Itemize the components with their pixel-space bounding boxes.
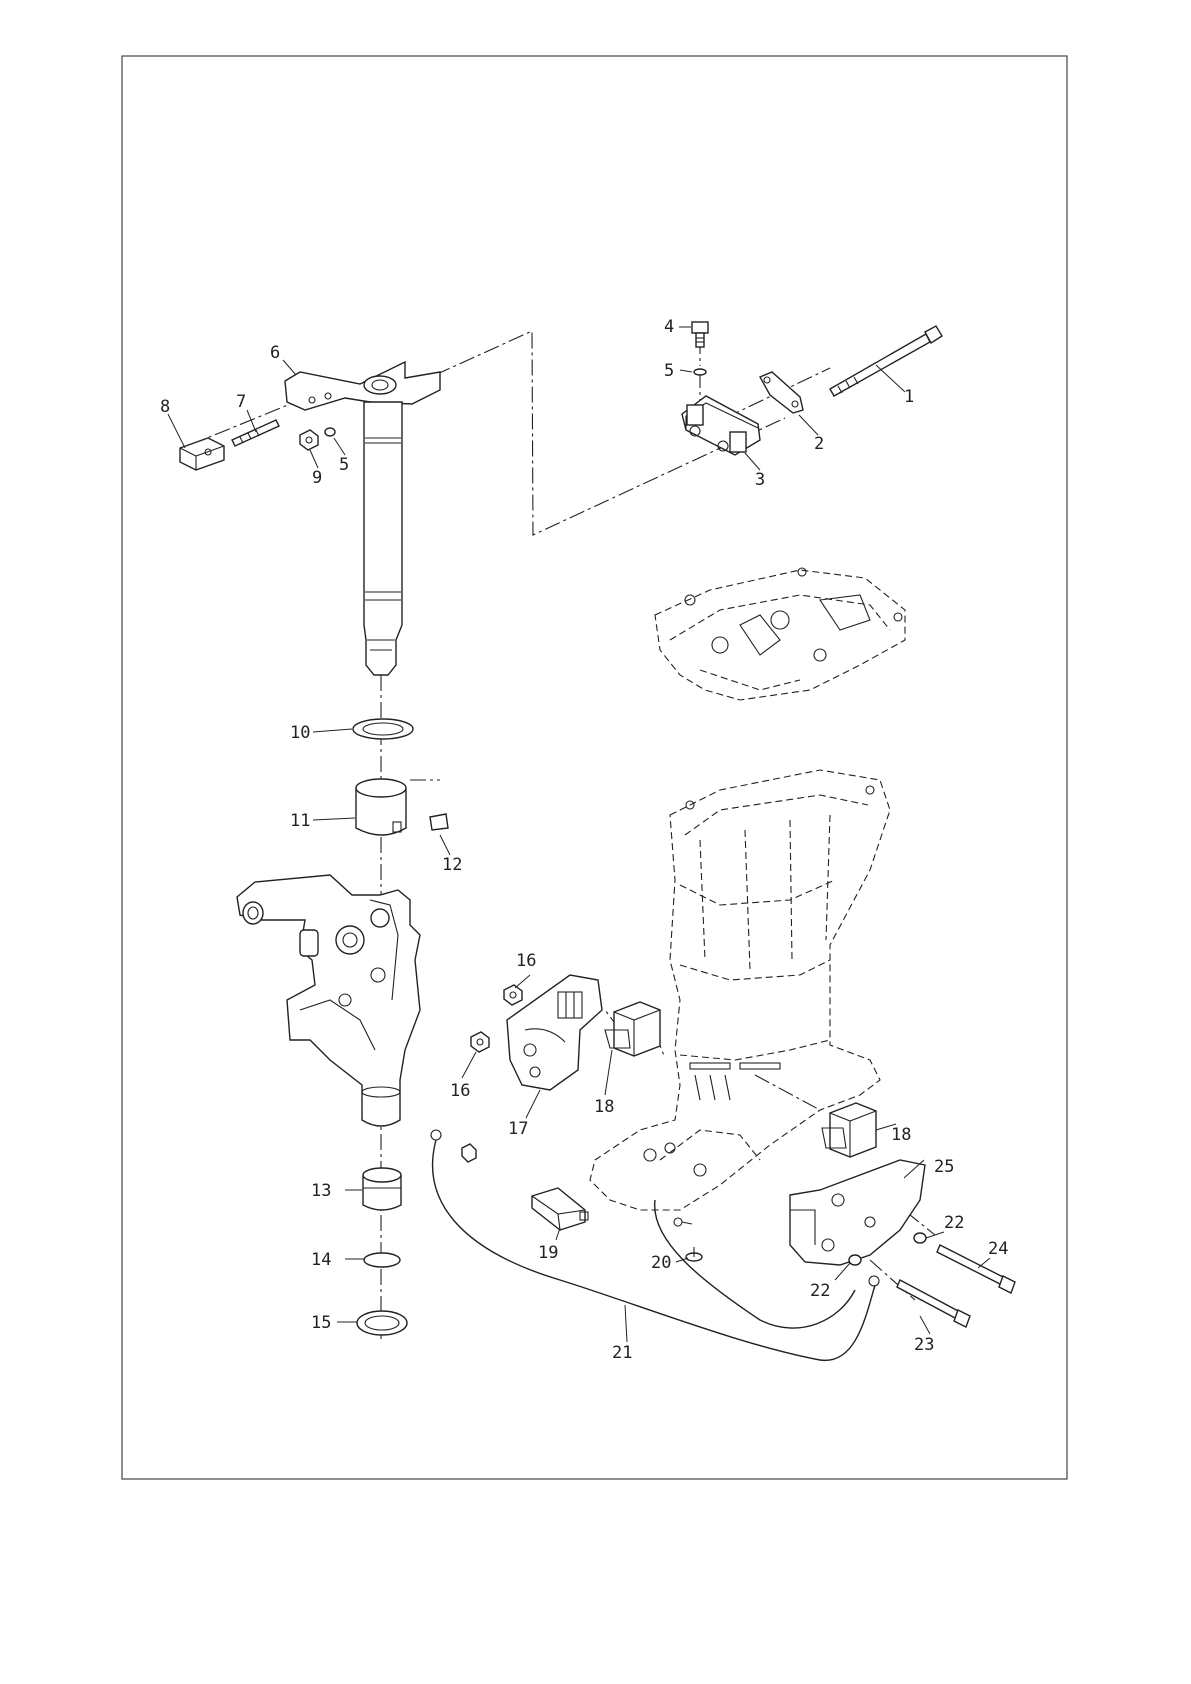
part-nut-16-lower bbox=[471, 1032, 489, 1052]
part-bushing-lower bbox=[363, 1168, 401, 1210]
part-bushing-upper bbox=[356, 779, 406, 835]
part-spacer-block bbox=[180, 438, 224, 470]
part-nut-small bbox=[300, 430, 318, 450]
part-ring-10 bbox=[353, 719, 413, 739]
callout-8: 8 bbox=[160, 397, 170, 417]
part-washer-left bbox=[325, 428, 335, 436]
part-nut-16-upper bbox=[504, 985, 522, 1005]
callout-1: 1 bbox=[904, 387, 914, 407]
part-swivel-bracket bbox=[237, 875, 420, 1126]
callout-18-upper: 18 bbox=[594, 1097, 614, 1117]
callout-4: 4 bbox=[664, 317, 674, 337]
callout-20: 20 bbox=[651, 1253, 671, 1273]
part-bolt-long bbox=[830, 326, 942, 396]
part-module-block bbox=[532, 1188, 588, 1230]
part-side-plate bbox=[790, 1160, 925, 1265]
part-steering-bracket bbox=[285, 362, 440, 410]
part-bracket-plate bbox=[760, 372, 803, 413]
callout-18-lower: 18 bbox=[891, 1125, 911, 1145]
part-washer-top bbox=[694, 369, 706, 375]
callout-5-left: 5 bbox=[339, 455, 349, 475]
part-bolt-23 bbox=[897, 1280, 970, 1327]
callout-11: 11 bbox=[290, 811, 310, 831]
callout-7: 7 bbox=[236, 392, 246, 412]
part-seal-15 bbox=[357, 1311, 407, 1335]
callout-12: 12 bbox=[442, 855, 462, 875]
part-exhaust-guide bbox=[655, 568, 905, 700]
callout-25: 25 bbox=[934, 1157, 954, 1177]
part-mount-block bbox=[682, 396, 760, 455]
callout-19: 19 bbox=[538, 1243, 558, 1263]
part-screw-top bbox=[692, 322, 708, 347]
callout-6: 6 bbox=[270, 343, 280, 363]
part-rubber-block-upper bbox=[605, 1002, 660, 1056]
drawing-frame bbox=[122, 56, 1067, 1479]
callout-17: 17 bbox=[508, 1119, 528, 1139]
callout-10: 10 bbox=[290, 723, 310, 743]
callout-5-top: 5 bbox=[664, 361, 674, 381]
part-thrust-plate bbox=[364, 1253, 400, 1267]
callout-13: 13 bbox=[311, 1181, 331, 1201]
callout-23: 23 bbox=[914, 1335, 934, 1355]
callout-16-upper: 16 bbox=[516, 951, 536, 971]
part-washer-22-lower bbox=[849, 1255, 861, 1265]
part-rubber-block-lower bbox=[822, 1103, 876, 1157]
part-stud bbox=[232, 420, 279, 446]
callout-9: 9 bbox=[312, 468, 322, 488]
part-steering-shaft bbox=[364, 402, 402, 675]
callout-22-upper: 22 bbox=[944, 1213, 964, 1233]
callout-3: 3 bbox=[755, 470, 765, 490]
callout-21: 21 bbox=[612, 1343, 632, 1363]
callout-14: 14 bbox=[311, 1250, 331, 1270]
callout-2: 2 bbox=[814, 434, 824, 454]
part-key-12 bbox=[430, 814, 448, 830]
callout-22-lower: 22 bbox=[810, 1281, 830, 1301]
callout-15: 15 bbox=[311, 1313, 331, 1333]
callout-16-lower: 16 bbox=[450, 1081, 470, 1101]
callout-24: 24 bbox=[988, 1239, 1008, 1259]
part-washer-22-upper bbox=[914, 1233, 926, 1243]
